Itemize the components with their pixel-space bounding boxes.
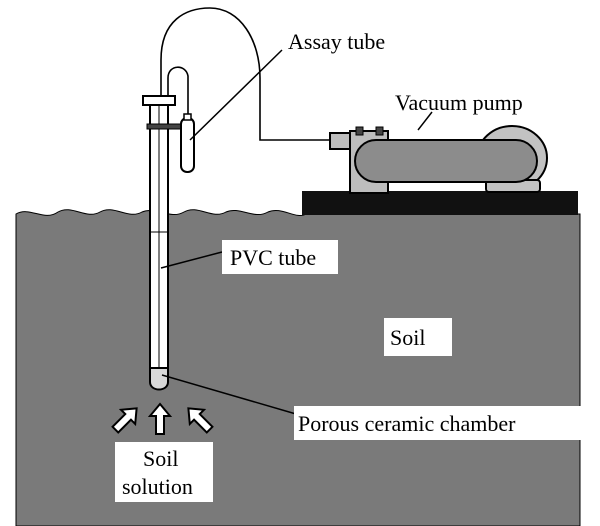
pump-connector [329,132,351,150]
pvc-tube-leader [160,251,223,269]
soil-label: Soil [390,325,425,350]
soil-solution-label-line1: Soil [143,446,178,471]
vacuum-pump-leader [417,111,433,131]
arrow-right-icon [187,407,214,434]
assay-tube-leader [189,49,283,141]
pump-body [354,139,538,183]
vacuum-pump [329,125,548,194]
vacuum-hose [160,7,330,168]
pvc-tube-label: PVC tube [230,245,316,270]
vacuum-pump-label: Vacuum pump [395,90,523,115]
soil-solution-label-line2: solution [122,474,193,499]
arrow-left-icon [111,407,138,434]
assay-hose [167,66,189,130]
porous-chamber-label-box [294,406,588,440]
pvc-tube-label-box [222,240,338,274]
tube-cap [142,95,176,106]
soil-solution-arrows [111,402,214,435]
assay-tube-label: Assay tube [288,29,385,54]
porous-chamber-leader [161,374,297,415]
pump-platform [302,191,578,215]
arrow-up-icon [147,402,173,435]
porous-chamber-label: Porous ceramic chamber [298,411,516,436]
porous-ceramic-chamber [149,367,169,391]
assay-tube [180,117,195,173]
soil-label-box [384,318,452,356]
soil-solution-label-box [115,442,213,502]
